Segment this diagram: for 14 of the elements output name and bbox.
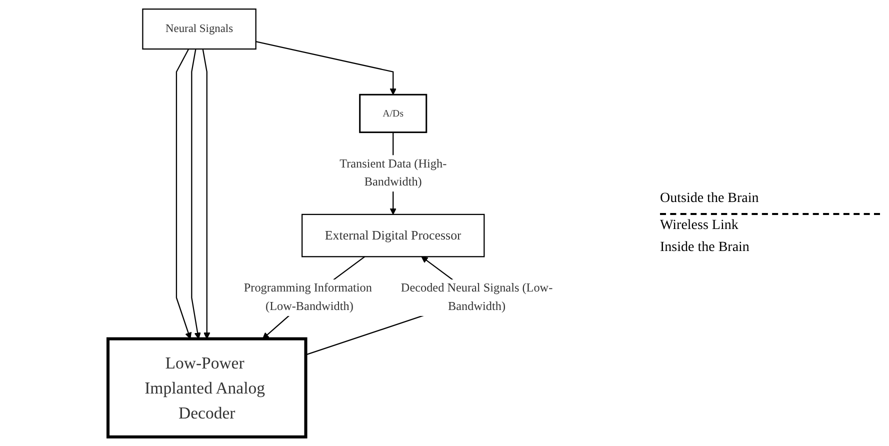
edge-label: Decoded Neural Signals (Low-Bandwidth) [400, 282, 552, 313]
node-box: A/Ds [358, 94, 427, 134]
node-box: Low-Power Implanted Analog Decoder [106, 337, 307, 438]
arrow [175, 48, 192, 340]
arrow [202, 48, 210, 340]
arrow [190, 48, 200, 340]
edge-label: Programming Information (Low-Bandwidth) [243, 282, 372, 313]
region-label: Inside the Brain [660, 240, 750, 256]
region-label: Outside the Brain [660, 190, 760, 206]
wireless-link-label: Wireless Link [660, 212, 880, 234]
arrow [255, 40, 396, 95]
node-box: External Digital Processor [301, 214, 484, 258]
edge-label: Transient Data (High-Bandwidth) [339, 157, 446, 189]
node-box: Neural Signals [142, 8, 256, 50]
